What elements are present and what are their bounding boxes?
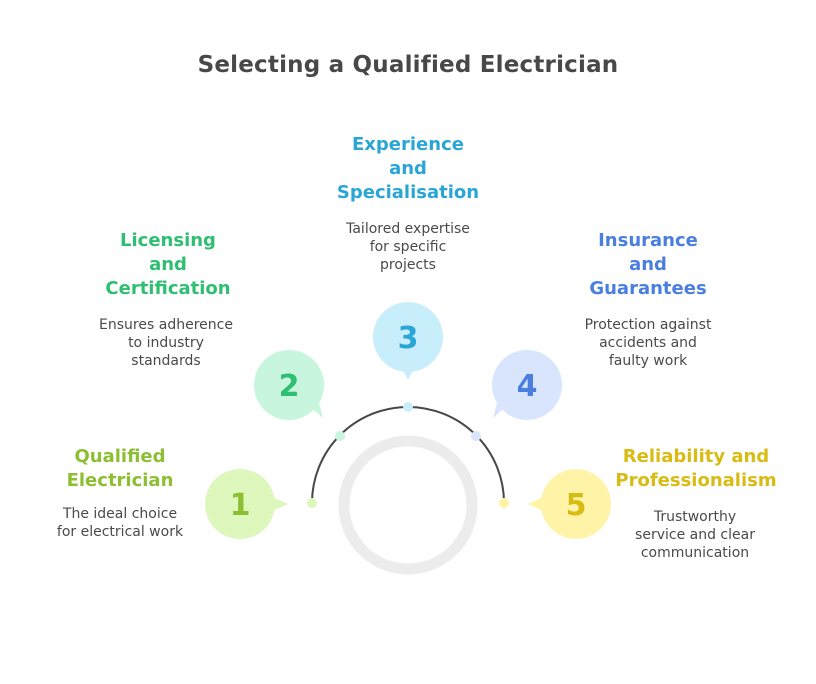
step-5-number: 5 <box>566 488 587 523</box>
step-2-description: Ensures adherence to industry standards <box>66 316 266 370</box>
step-3-description: Tailored expertise for specific projects <box>305 220 511 274</box>
step-4-desc-line: Protection against <box>584 317 712 333</box>
step-2-heading-line: Certification <box>105 278 231 299</box>
step-1-description: The ideal choice for electrical work <box>20 505 220 541</box>
step-5-desc-line: service and clear <box>635 527 755 543</box>
step-3-heading-line: Specialisation <box>336 182 480 203</box>
step-2-desc-line: standards <box>131 353 201 369</box>
step-5-description: Trustworthy service and clear communicat… <box>592 508 798 562</box>
step-1-bubble <box>205 469 275 539</box>
step-5-bubble <box>541 469 611 539</box>
step-4-connector-dot <box>471 431 481 441</box>
step-3-desc-line: Tailored expertise <box>346 221 470 237</box>
step-5-desc-line: Trustworthy <box>653 509 737 525</box>
step-4-desc-line: faulty work <box>608 353 688 369</box>
step-5-heading-line: Professionalism <box>615 470 777 491</box>
step-3-desc-line: projects <box>380 257 436 273</box>
step-5-connector-dot <box>499 498 509 508</box>
step-1-connector-dot <box>307 498 317 508</box>
step-2-bubble <box>254 350 324 420</box>
step-4-desc-line: accidents and <box>599 335 697 351</box>
diagram-title: Selecting a Qualified Electrician <box>197 52 619 78</box>
step-2-desc-line: to industry <box>128 335 204 351</box>
step-2-heading: Licensing and Certification <box>78 229 258 301</box>
step-4-heading-line: Insurance <box>598 230 698 251</box>
step-5-heading-line: Reliability and <box>622 446 770 467</box>
step-2-number: 2 <box>279 369 300 404</box>
step-1-desc-line: for electrical work <box>56 524 184 540</box>
step-1-heading-line: Electrician <box>66 470 174 491</box>
step-3-desc-line: for specific <box>369 239 447 255</box>
step-4-description: Protection against accidents and faulty … <box>545 316 751 370</box>
step-1-desc-line: The ideal choice <box>62 506 178 522</box>
step-3-bubble <box>373 302 443 372</box>
step-3-heading: Experience and Specialisation <box>308 133 508 205</box>
step-3-number: 3 <box>398 321 419 356</box>
step-2-connector-dot <box>335 431 345 441</box>
step-4-number: 4 <box>517 369 538 404</box>
step-5-heading: Reliability and Professionalism <box>596 445 796 493</box>
step-4-heading: Insurance and Guarantees <box>558 229 738 301</box>
step-2-desc-line: Ensures adherence <box>99 317 233 333</box>
step-3-connector-dot <box>403 402 413 412</box>
step-4-heading-line: Guarantees <box>589 278 707 299</box>
step-2-heading-line: and <box>149 254 187 275</box>
step-3-heading-line: and <box>389 158 427 179</box>
step-1-heading: Qualified Electrician <box>30 445 210 493</box>
step-5-desc-line: communication <box>640 545 750 561</box>
step-1-heading-line: Qualified <box>74 446 166 467</box>
step-4-bubble <box>492 350 562 420</box>
hub-ring <box>338 435 478 575</box>
step-3-heading-line: Experience <box>352 134 464 155</box>
step-4-heading-line: and <box>629 254 667 275</box>
step-1-number: 1 <box>230 488 251 523</box>
step-2-heading-line: Licensing <box>120 230 216 251</box>
